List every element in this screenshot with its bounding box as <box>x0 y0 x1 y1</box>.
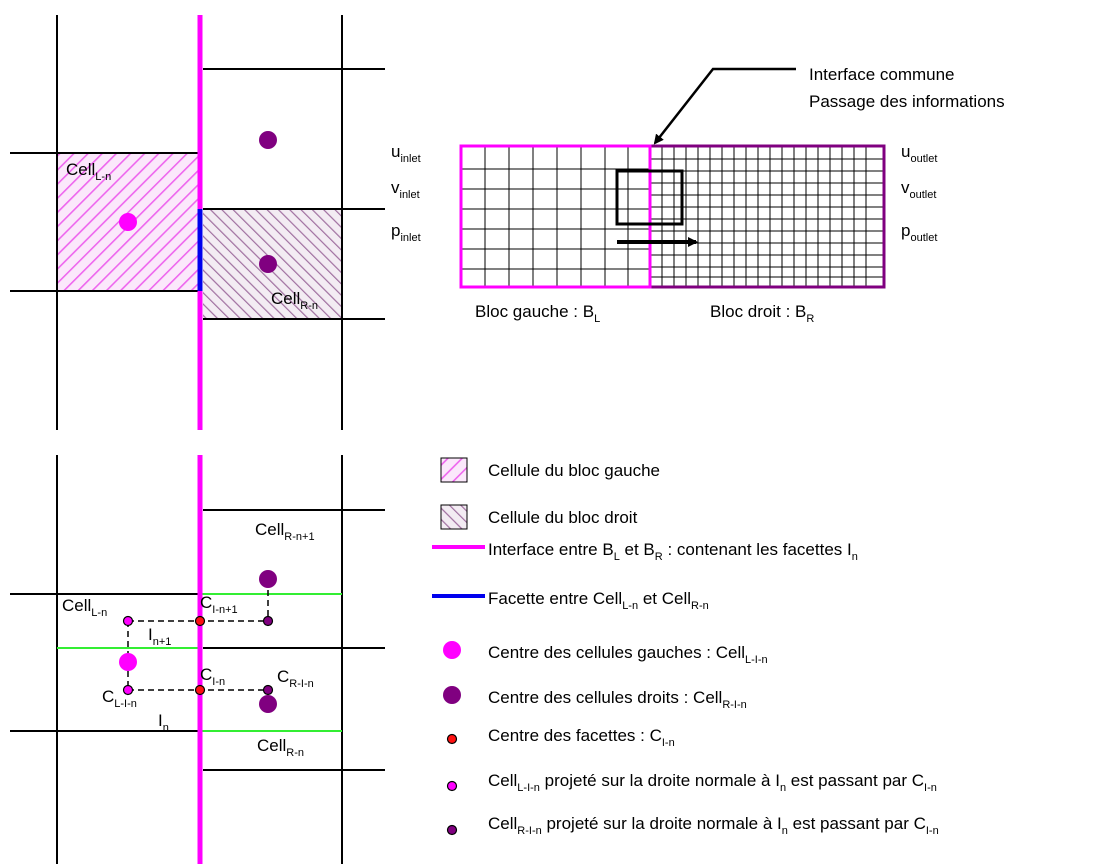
v-inlet-label: vinlet <box>391 178 420 201</box>
left-cell-center <box>119 653 137 671</box>
legend-item-right-projected: CellR-I-n projeté sur la droite normale … <box>446 814 939 837</box>
left-projected-point <box>122 615 134 627</box>
p-inlet-label: pinlet <box>391 221 421 244</box>
cell-l-n-label: CellL-n <box>66 160 111 183</box>
left-cell-center <box>119 213 137 231</box>
left-block-grid <box>461 146 650 287</box>
left-projected-point <box>122 684 134 696</box>
right-block-label: Bloc droit : BR <box>710 302 814 325</box>
legend-facet-centers-text: Centre des facettes : CI-n <box>488 726 675 749</box>
facet-center <box>194 684 206 696</box>
right-cell-swatch <box>440 504 468 530</box>
legend-right-projected-text: CellR-I-n projeté sur la droite normale … <box>488 814 939 837</box>
c-r-i-n-label: CR-I-n <box>277 667 314 690</box>
i-n-label: In <box>158 711 169 734</box>
cell-r-n-label: CellR-n <box>257 736 304 759</box>
bottom-left-mesh: CellR-n+1 CellL-n CI-n+1 In+1 CI-n CR-I-… <box>10 455 385 864</box>
cell-r-n-label: CellR-n <box>271 289 318 312</box>
v-outlet-label: voutlet <box>901 178 936 201</box>
legend-item-facet-centers: Centre des facettes : CI-n <box>446 726 675 749</box>
legend-left-projected-text: CellL-I-n projeté sur la droite normale … <box>488 771 937 794</box>
c-i-n-label: CI-n <box>200 665 225 688</box>
p-outlet-label: poutlet <box>901 221 937 244</box>
left-cell-swatch <box>440 457 468 483</box>
right-cell-center <box>259 570 277 588</box>
interface-pointer <box>653 67 796 145</box>
right-projected-swatch <box>446 824 458 836</box>
legend-left-centers-text: Centre des cellules gauches : CellL-I-n <box>488 643 768 666</box>
top-left-mesh: CellL-n CellR-n <box>10 15 385 430</box>
right-block-grid <box>650 146 884 287</box>
right-projected-point <box>262 615 274 627</box>
legend-item-interface: Interface entre BL et BR : contenant les… <box>432 540 858 563</box>
zoom-window <box>615 169 684 226</box>
left-block-label: Bloc gauche : BL <box>475 302 600 325</box>
legend-item-left-centers: Centre des cellules gauches : CellL-I-n <box>443 641 768 666</box>
left-block-border <box>459 144 652 289</box>
c-l-i-n-label: CL-I-n <box>102 687 137 710</box>
facet-center <box>194 615 206 627</box>
legend-right-cell-text: Cellule du bloc droit <box>488 508 638 527</box>
legend-item-right-centers: Centre des cellules droits : CellR-I-n <box>443 686 747 711</box>
legend-facette-text: Facette entre CellL-n et CellR-n <box>488 589 709 612</box>
legend-left-cell-text: Cellule du bloc gauche <box>488 461 660 480</box>
u-inlet-label: uinlet <box>391 142 421 165</box>
right-center-swatch <box>443 686 461 704</box>
c-i-n1-label: CI-n+1 <box>200 593 238 616</box>
left-center-swatch <box>443 641 461 659</box>
interface-annotation: Interface commune Passage des informatio… <box>809 65 1005 111</box>
legend-item-left-projected: CellL-I-n projeté sur la droite normale … <box>446 771 937 794</box>
right-block-border <box>648 144 886 289</box>
cell-l-n-label: CellL-n <box>62 596 107 619</box>
legend-item-facette: Facette entre CellL-n et CellR-n <box>432 589 709 612</box>
left-projected-swatch <box>446 780 458 792</box>
legend-item-left-cell: Cellule du bloc gauche <box>440 457 660 483</box>
u-outlet-label: uoutlet <box>901 142 937 165</box>
right-cell-center <box>259 131 277 149</box>
legend-right-centers-text: Centre des cellules droits : CellR-I-n <box>488 688 747 711</box>
cell-r-n1-label: CellR-n+1 <box>255 520 315 543</box>
right-cell-center <box>259 255 277 273</box>
right-projected-point <box>262 684 274 696</box>
right-cell-center <box>259 695 277 713</box>
legend-interface-text: Interface entre BL et BR : contenant les… <box>488 540 858 563</box>
block-diagram: Interface commune Passage des informatio… <box>391 65 1005 325</box>
i-n1-label: In+1 <box>148 625 171 648</box>
legend: Cellule du bloc gauche Cellule du bloc d… <box>432 457 939 837</box>
facet-center-swatch <box>446 733 458 745</box>
legend-item-right-cell: Cellule du bloc droit <box>440 504 638 530</box>
